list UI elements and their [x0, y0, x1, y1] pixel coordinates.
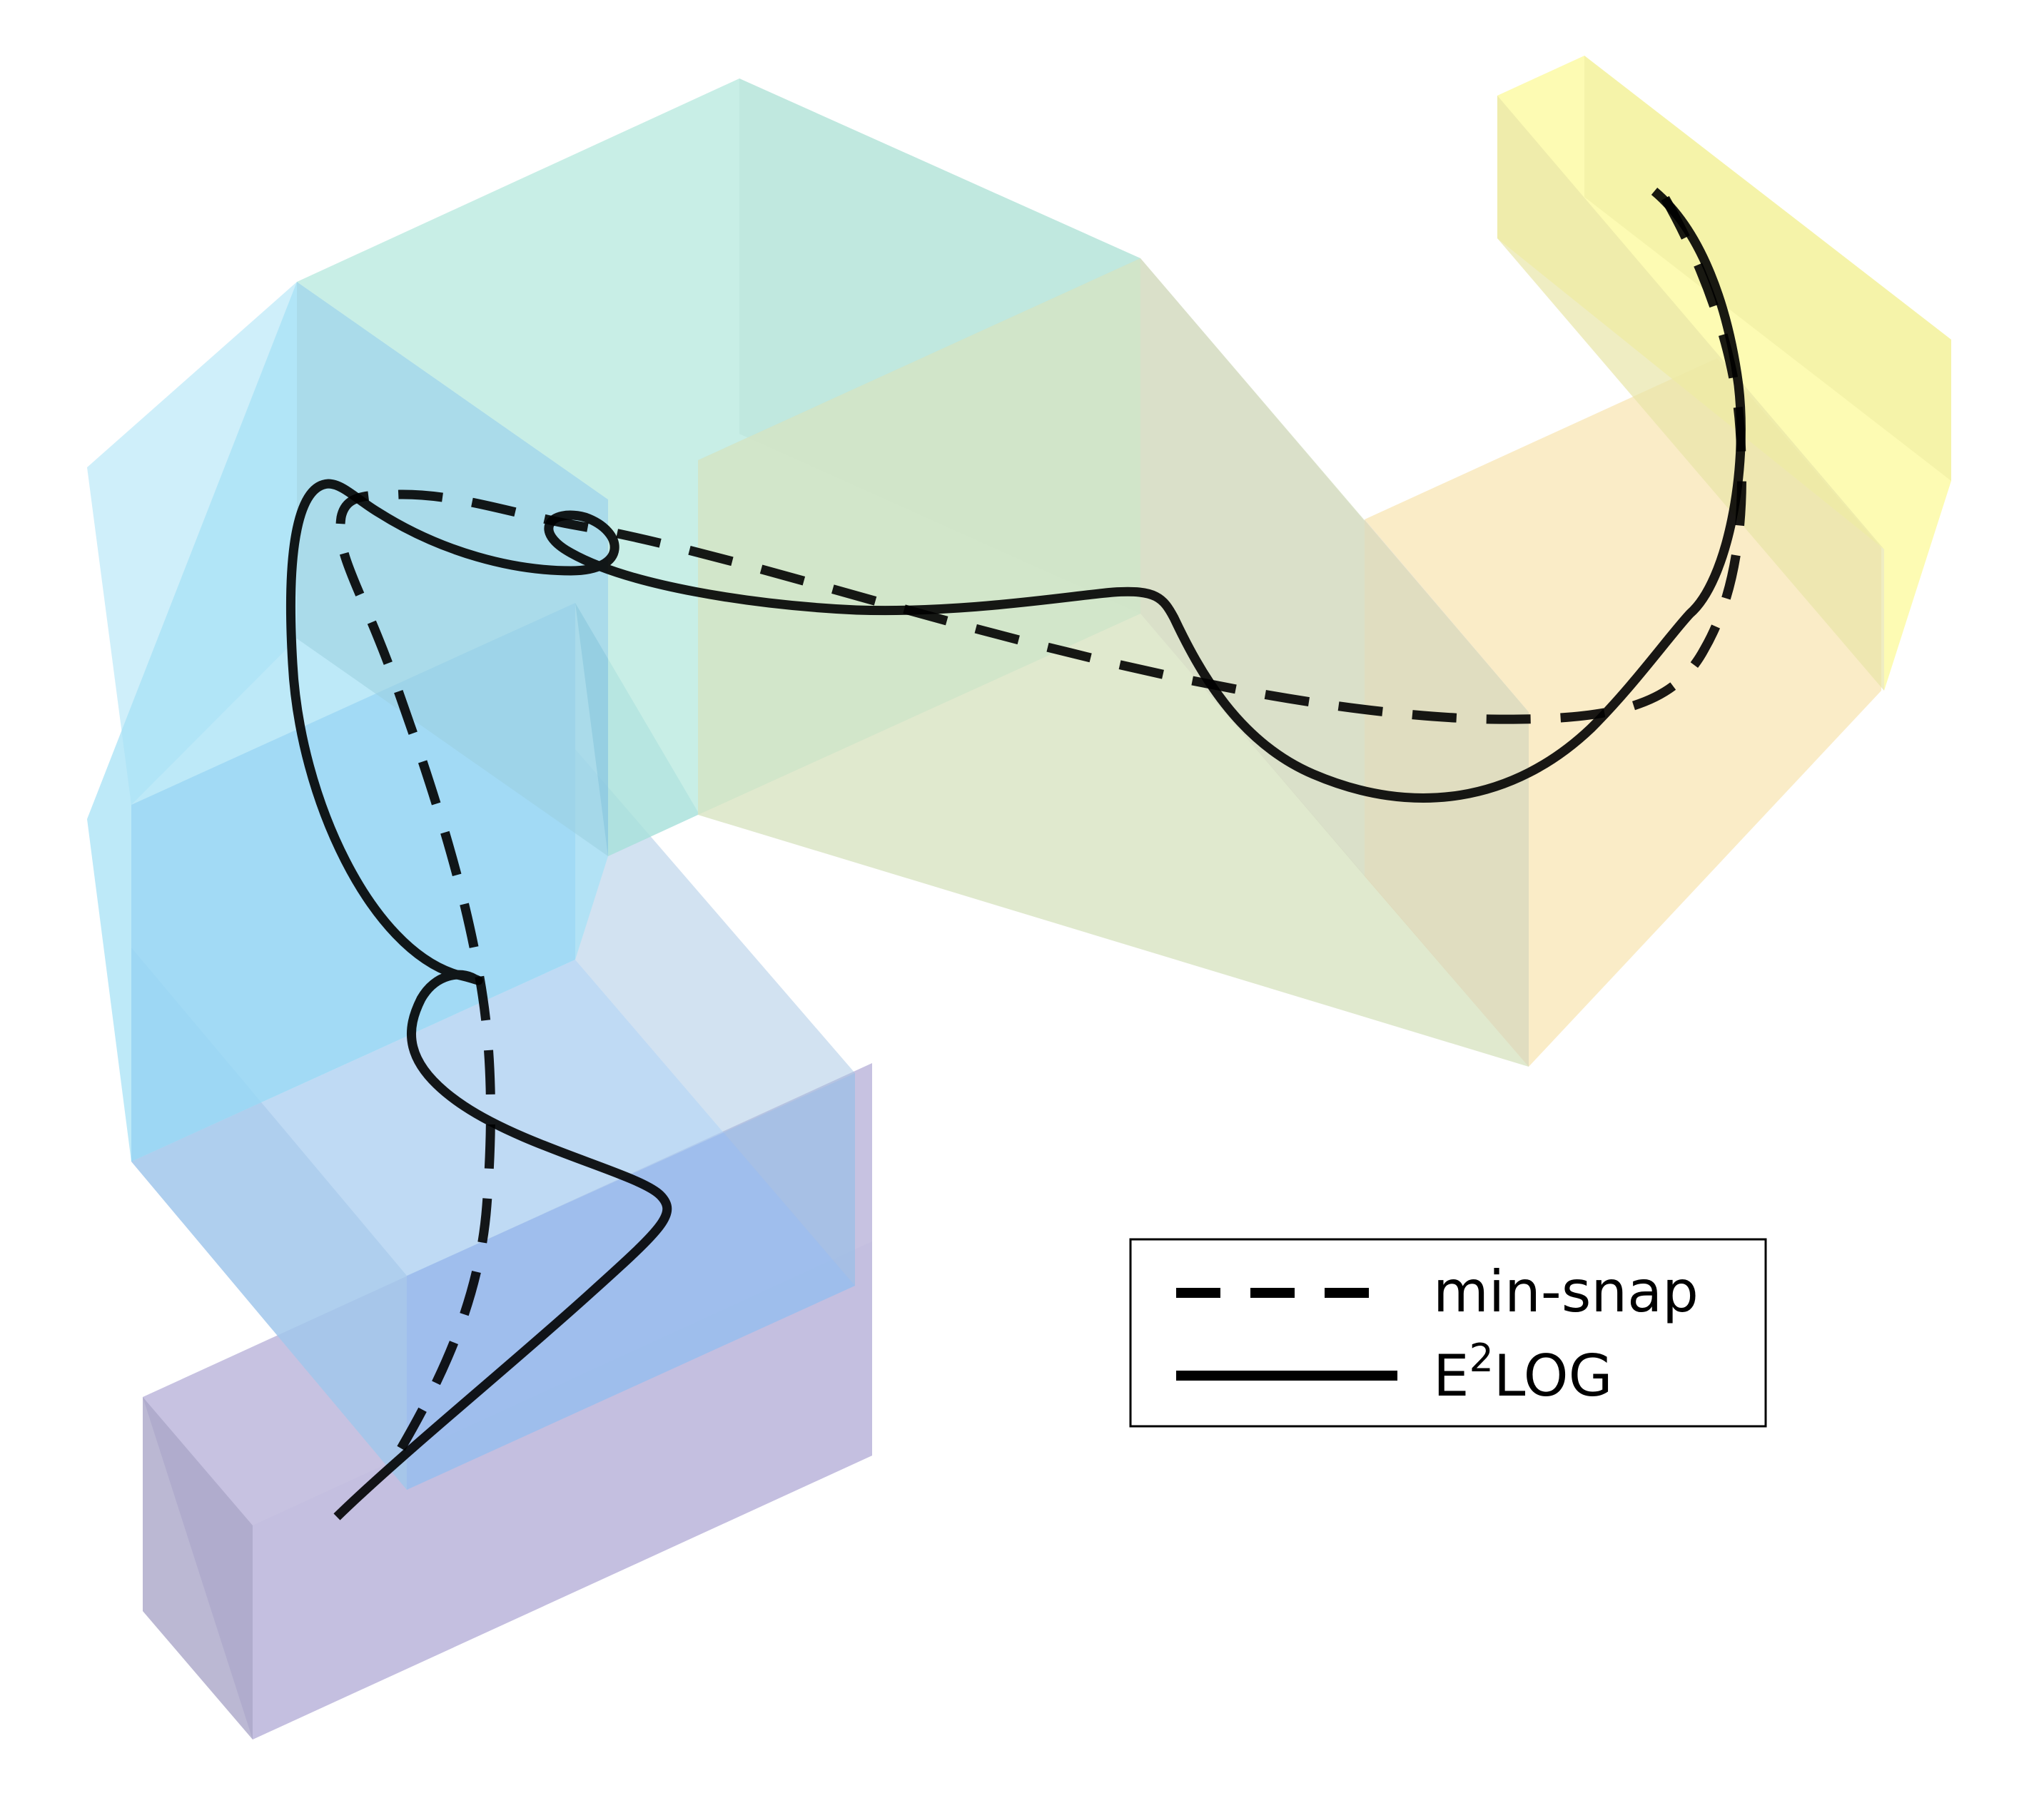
legend-label-min-snap: min-snap	[1433, 1259, 1699, 1325]
box-face	[575, 749, 855, 1286]
legend-label-e2log: E2LOG	[1433, 1336, 1613, 1409]
legend-label-e2log-sup: 2	[1469, 1336, 1494, 1381]
legend-label-e2log-rest: LOG	[1494, 1343, 1613, 1409]
box-face	[407, 1073, 855, 1490]
corridor-box-yellow	[1497, 56, 1951, 691]
min-snap-trajectory	[335, 194, 1746, 1451]
legend-label-e2log-base: E	[1433, 1343, 1469, 1409]
legend-frame	[1129, 1238, 1767, 1428]
corridor-box-blue	[131, 749, 855, 1490]
box-face	[1140, 258, 1365, 876]
legend: min-snap E2LOG	[1129, 1238, 1767, 1428]
box-face	[1584, 56, 1951, 481]
box-face	[143, 1397, 253, 1739]
e2log-trajectory	[285, 188, 1746, 1520]
box-face	[1497, 96, 1884, 691]
corridor-box-sage	[698, 258, 1529, 1067]
trajectories	[285, 188, 1746, 1520]
box-face	[698, 614, 1529, 1067]
box-face	[297, 282, 608, 856]
box-face	[87, 282, 297, 805]
box-face	[253, 1241, 872, 1739]
